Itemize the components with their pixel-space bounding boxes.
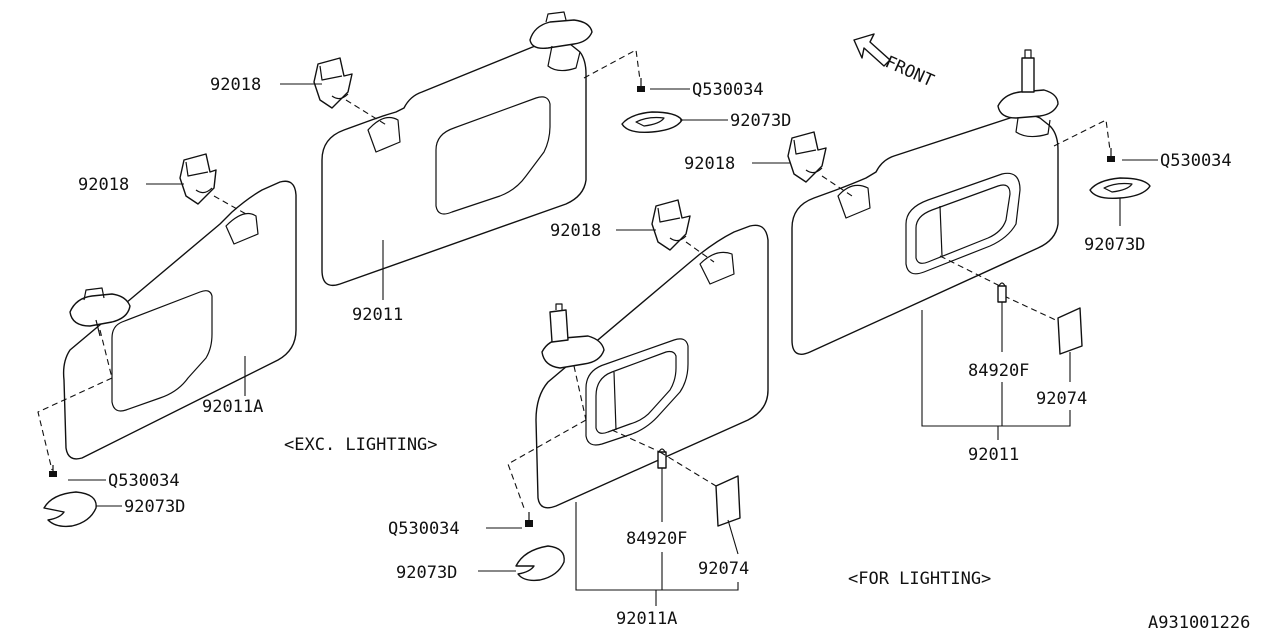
front-arrow-icon [853,33,891,67]
right-cover-cap [1089,177,1151,200]
label-left-screw: Q530034 [108,471,180,491]
center-sun-visor-for-lighting [507,224,769,509]
part-labels: 92018 92011A Q530034 92073D 92018 92011 … [78,52,1250,633]
left-clip-hook [179,153,247,215]
label-center-visor: 92011A [616,609,677,629]
label-center-clip: 92018 [550,221,601,241]
center-clip-hook [651,199,715,263]
label-front: FRONT [882,52,937,91]
center-cover-cap [515,545,565,582]
center-bulb [657,448,667,469]
label-right-screw: Q530034 [1160,151,1232,171]
top-sun-visor-exc-lighting [321,11,641,287]
label-center-cover: 92073D [396,563,457,583]
label-left-visor: 92011A [202,397,263,417]
top-screw [637,78,645,92]
label-right-clip: 92018 [684,154,735,174]
left-screw [49,465,57,477]
top-cover-cap [621,111,683,134]
right-lens [1057,307,1083,355]
label-center-screw: Q530034 [388,519,460,539]
label-right-bulb: 84920F [968,361,1029,381]
left-cover-cap [43,491,97,528]
label-top-cover: 92073D [730,111,791,131]
label-left-clip: 92018 [78,175,129,195]
center-screw [525,512,533,527]
left-sun-visor-exc-lighting [37,180,297,471]
label-right-visor: 92011 [968,445,1019,465]
label-top-screw: Q530034 [692,80,764,100]
center-lens [659,451,741,527]
label-top-clip: 92018 [210,75,261,95]
label-right-cover: 92073D [1084,235,1145,255]
label-top-visor: 92011 [352,305,403,325]
right-clip-hook [787,131,853,197]
label-left-cover: 92073D [124,497,185,517]
right-sun-visor-for-lighting [791,49,1111,355]
label-right-lens: 92074 [1036,389,1087,409]
right-bulb [997,282,1007,303]
label-for-lighting: <FOR LIGHTING> [848,569,991,589]
right-screw [1107,148,1115,162]
diagram-code: A931001226 [1148,613,1250,633]
label-center-lens: 92074 [698,559,749,579]
label-exc-lighting: <EXC. LIGHTING> [284,435,438,455]
top-clip-hook [313,57,389,127]
leader-lines [68,83,1158,606]
label-center-bulb: 84920F [626,529,687,549]
